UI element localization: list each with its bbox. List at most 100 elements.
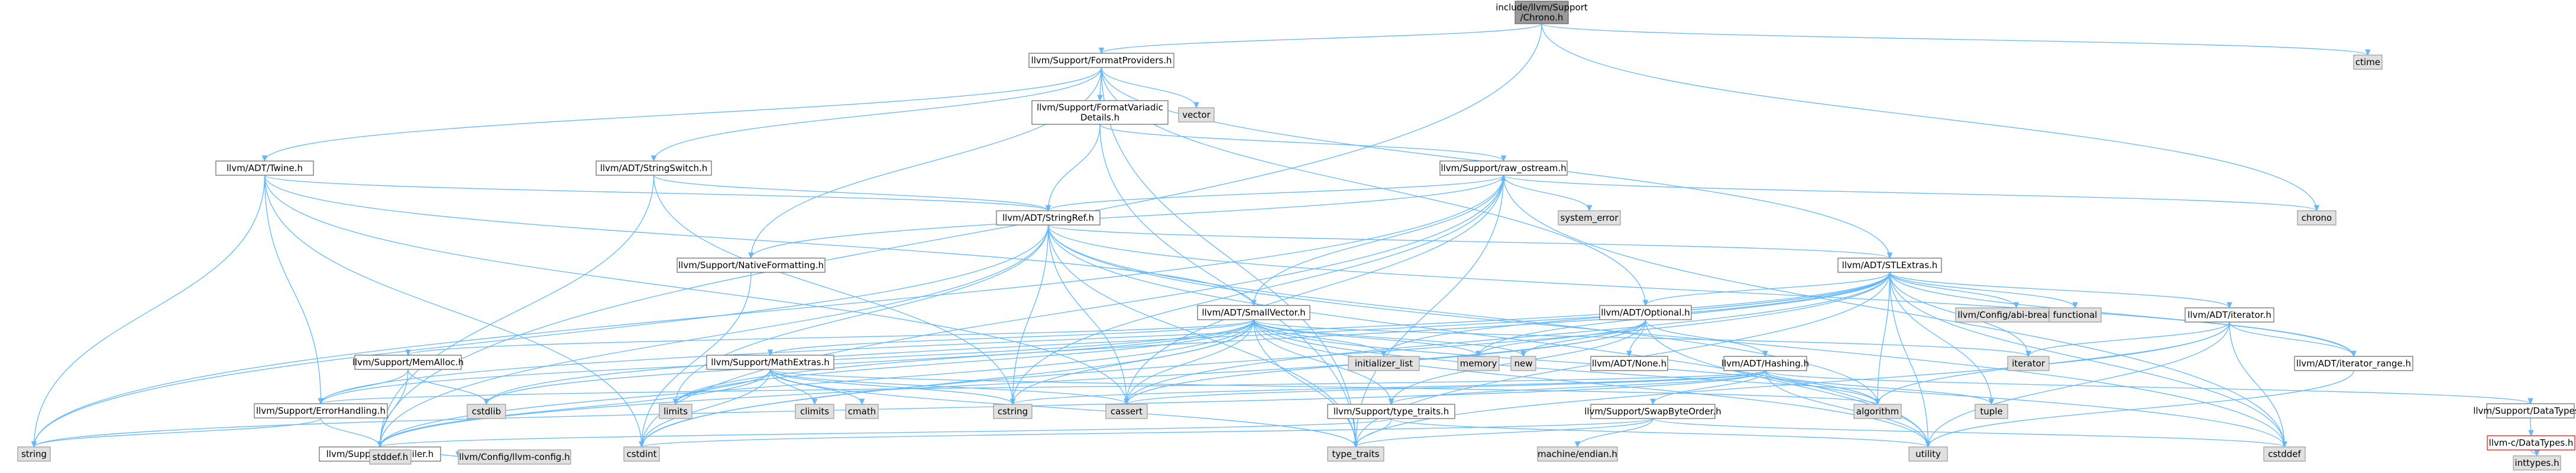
- edge-raw_ostream-to-string: [33, 175, 1504, 448]
- node-box: [1723, 356, 1807, 371]
- node-stringswitch[interactable]: llvm/ADT/StringSwitch.h: [596, 160, 712, 176]
- node-label: memory: [1460, 358, 1497, 369]
- node-label: utility: [1915, 449, 1941, 459]
- node-stlextras[interactable]: llvm/ADT/STLExtras.h: [1837, 258, 1942, 273]
- node-box: [1327, 446, 1384, 462]
- node-label: llvm/ADT/StringRef.h: [1002, 213, 1094, 223]
- node-label: cstddef: [2268, 449, 2301, 459]
- edge-hashing-to-string: [33, 370, 1766, 448]
- arrowhead-mathextras: [767, 349, 774, 356]
- edge-twine-to-stringref: [264, 175, 1049, 211]
- node-label: ctime: [2355, 57, 2380, 67]
- arrowhead-cstring: [1009, 398, 1016, 406]
- edge-errorhandling-to-compiler: [320, 417, 381, 448]
- arrowhead-functional: [2072, 302, 2078, 309]
- node-cassert: cassert: [1105, 404, 1148, 419]
- node-nativeformatting[interactable]: llvm/Support/NativeFormatting.h: [677, 258, 826, 273]
- edge-twine-to-smallvector: [264, 175, 1254, 306]
- node-box: [2263, 446, 2306, 462]
- edge-smallvector-to-memalloc: [407, 319, 1254, 356]
- node-label: llvm/ADT/STLExtras.h: [1842, 260, 1938, 271]
- edge-optional-to-memory: [1478, 319, 1646, 357]
- node-box: [254, 403, 388, 419]
- node-box: [1590, 356, 1668, 371]
- edge-raw_ostream-to-cstdint: [641, 175, 1504, 448]
- node-none[interactable]: llvm/ADT/None.h: [1590, 356, 1668, 371]
- edge-mathextras-to-cassert: [769, 369, 1127, 405]
- node-iterator: iterator: [2007, 356, 2050, 371]
- node-system-error: system_error: [1558, 210, 1621, 226]
- node-box: [1590, 404, 1716, 419]
- node-label: iterator: [2012, 358, 2046, 369]
- node-box: [2294, 356, 2413, 371]
- edges: [31, 23, 2540, 458]
- node-label: string: [21, 449, 47, 459]
- node-swapbyteorder[interactable]: llvm/Support/SwapByteOrder.h: [1584, 404, 1721, 419]
- arrowhead-cstdlib: [483, 398, 490, 406]
- node-box: [2486, 403, 2575, 419]
- node-raw-ostream[interactable]: llvm/Support/raw_ostream.h: [1439, 160, 1568, 176]
- edge-nativeformatting-to-raw_ostream: [750, 175, 1504, 259]
- edge-stlextras-to-errorhandling: [320, 272, 1891, 404]
- node-iterator-range[interactable]: llvm/ADT/iterator_range.h: [2294, 356, 2413, 371]
- node-box: [1348, 356, 1420, 371]
- arrowhead-cstddef: [2281, 441, 2287, 448]
- node-smallvector[interactable]: llvm/ADT/SmallVector.h: [1197, 305, 1310, 320]
- node-cstdlib: cstdlib: [467, 404, 506, 419]
- edge-hashing-to-errorhandling: [320, 370, 1766, 404]
- node-label: llvm/Support/SwapByteOrder.h: [1584, 406, 1721, 417]
- node-new: new: [1510, 356, 1536, 371]
- node-label: llvm/Support/DataTypes.h: [2473, 406, 2576, 416]
- node-machine-endian: machine/endian.h: [1537, 446, 1618, 462]
- arrowhead-climits: [811, 398, 818, 406]
- edge-hashing-to-swapbyteorder: [1652, 370, 1766, 405]
- node-label: vector: [1182, 110, 1211, 120]
- edge-mathextras-to-limits: [675, 369, 771, 405]
- node-mathextras[interactable]: llvm/Support/MathExtras.h: [706, 355, 834, 370]
- edge-optional-to-utility: [1645, 319, 1929, 448]
- node-cstddef: cstddef: [2263, 446, 2306, 462]
- node-llvmc-datatypes[interactable]: llvm-c/DataTypes.h: [2487, 435, 2575, 451]
- edge-optional-to-hashing: [1645, 319, 1766, 357]
- edge-raw_ostream-to-cstddef: [1503, 175, 2285, 448]
- edge-stringswitch-to-compiler: [379, 175, 655, 448]
- edge-smallvector-to-mathextras: [769, 319, 1254, 356]
- edge-stringref-to-compiler: [379, 224, 1049, 448]
- edge-swapbyteorder-to-type_traits: [1355, 418, 1653, 448]
- edge-stringswitch-to-cstring: [653, 175, 1014, 405]
- node-iterator-h[interactable]: llvm/ADT/iterator.h: [2185, 307, 2274, 323]
- node-label: cassert: [1111, 406, 1143, 417]
- edge-memalloc-to-compiler: [379, 369, 409, 448]
- node-twine[interactable]: llvm/ADT/Twine.h: [215, 160, 314, 176]
- arrowhead-algorithm: [1875, 398, 1881, 406]
- arrowhead-abibreaking: [2013, 302, 2020, 309]
- edge-stlextras-to-tuple: [1889, 272, 1992, 405]
- node-type-traits-llvm[interactable]: llvm/Support/type_traits.h: [1327, 404, 1455, 419]
- node-label: llvm/Support/FormatProviders.h: [1031, 55, 1172, 66]
- node-box: [1197, 305, 1310, 320]
- node-box: [17, 446, 51, 462]
- edge-smallvector-to-cstddef: [1253, 319, 2285, 448]
- edge-type_traits_llvm-to-compiler: [379, 418, 1392, 448]
- node-stringref[interactable]: llvm/ADT/StringRef.h: [996, 210, 1101, 226]
- node-label: llvm/ADT/iterator.h: [2187, 310, 2271, 320]
- node-hashing[interactable]: llvm/ADT/Hashing.h: [1721, 356, 1809, 371]
- edge-mathextras-to-algorithm: [769, 369, 1878, 405]
- edge-iterator_h-to-iterator_range: [2229, 321, 2354, 357]
- node-label: llvm/Support/raw_ostream.h: [1441, 163, 1566, 174]
- node-functional: functional: [2048, 307, 2102, 323]
- arrowhead-optional: [1642, 300, 1649, 307]
- arrowhead-formatvariadic: [1097, 95, 1103, 102]
- node-datatypes[interactable]: llvm/Support/DataTypes.h: [2473, 403, 2576, 419]
- node-label: llvm/ADT/Hashing.h: [1721, 358, 1809, 369]
- edge-iterator_h-to-utility: [1927, 321, 2230, 448]
- node-errorhandling[interactable]: llvm/Support/ErrorHandling.h: [254, 403, 388, 419]
- edge-smallvector-to-limits: [675, 319, 1254, 405]
- arrowhead-raw_ostream: [1500, 174, 1507, 181]
- node-memalloc[interactable]: llvm/Support/MemAlloc.h: [352, 355, 464, 370]
- node-optional[interactable]: llvm/ADT/Optional.h: [1599, 305, 1692, 320]
- arrowhead-limits: [672, 398, 679, 406]
- node-box: [1327, 404, 1455, 419]
- node-formatproviders[interactable]: llvm/Support/FormatProviders.h: [1028, 53, 1174, 68]
